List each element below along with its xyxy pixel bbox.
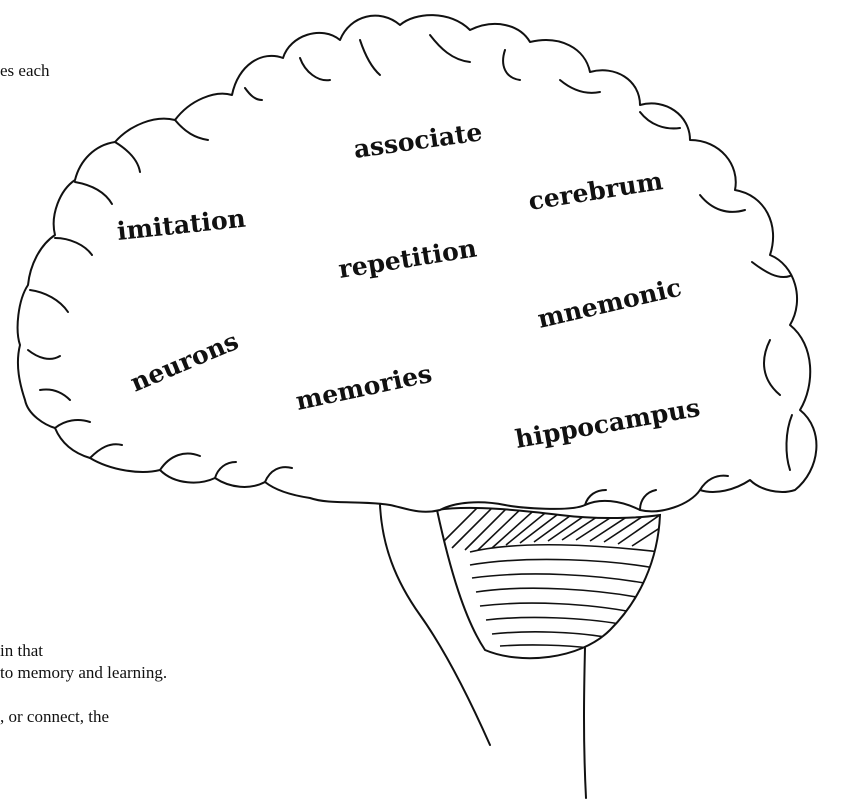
cerebellum [437, 505, 672, 658]
